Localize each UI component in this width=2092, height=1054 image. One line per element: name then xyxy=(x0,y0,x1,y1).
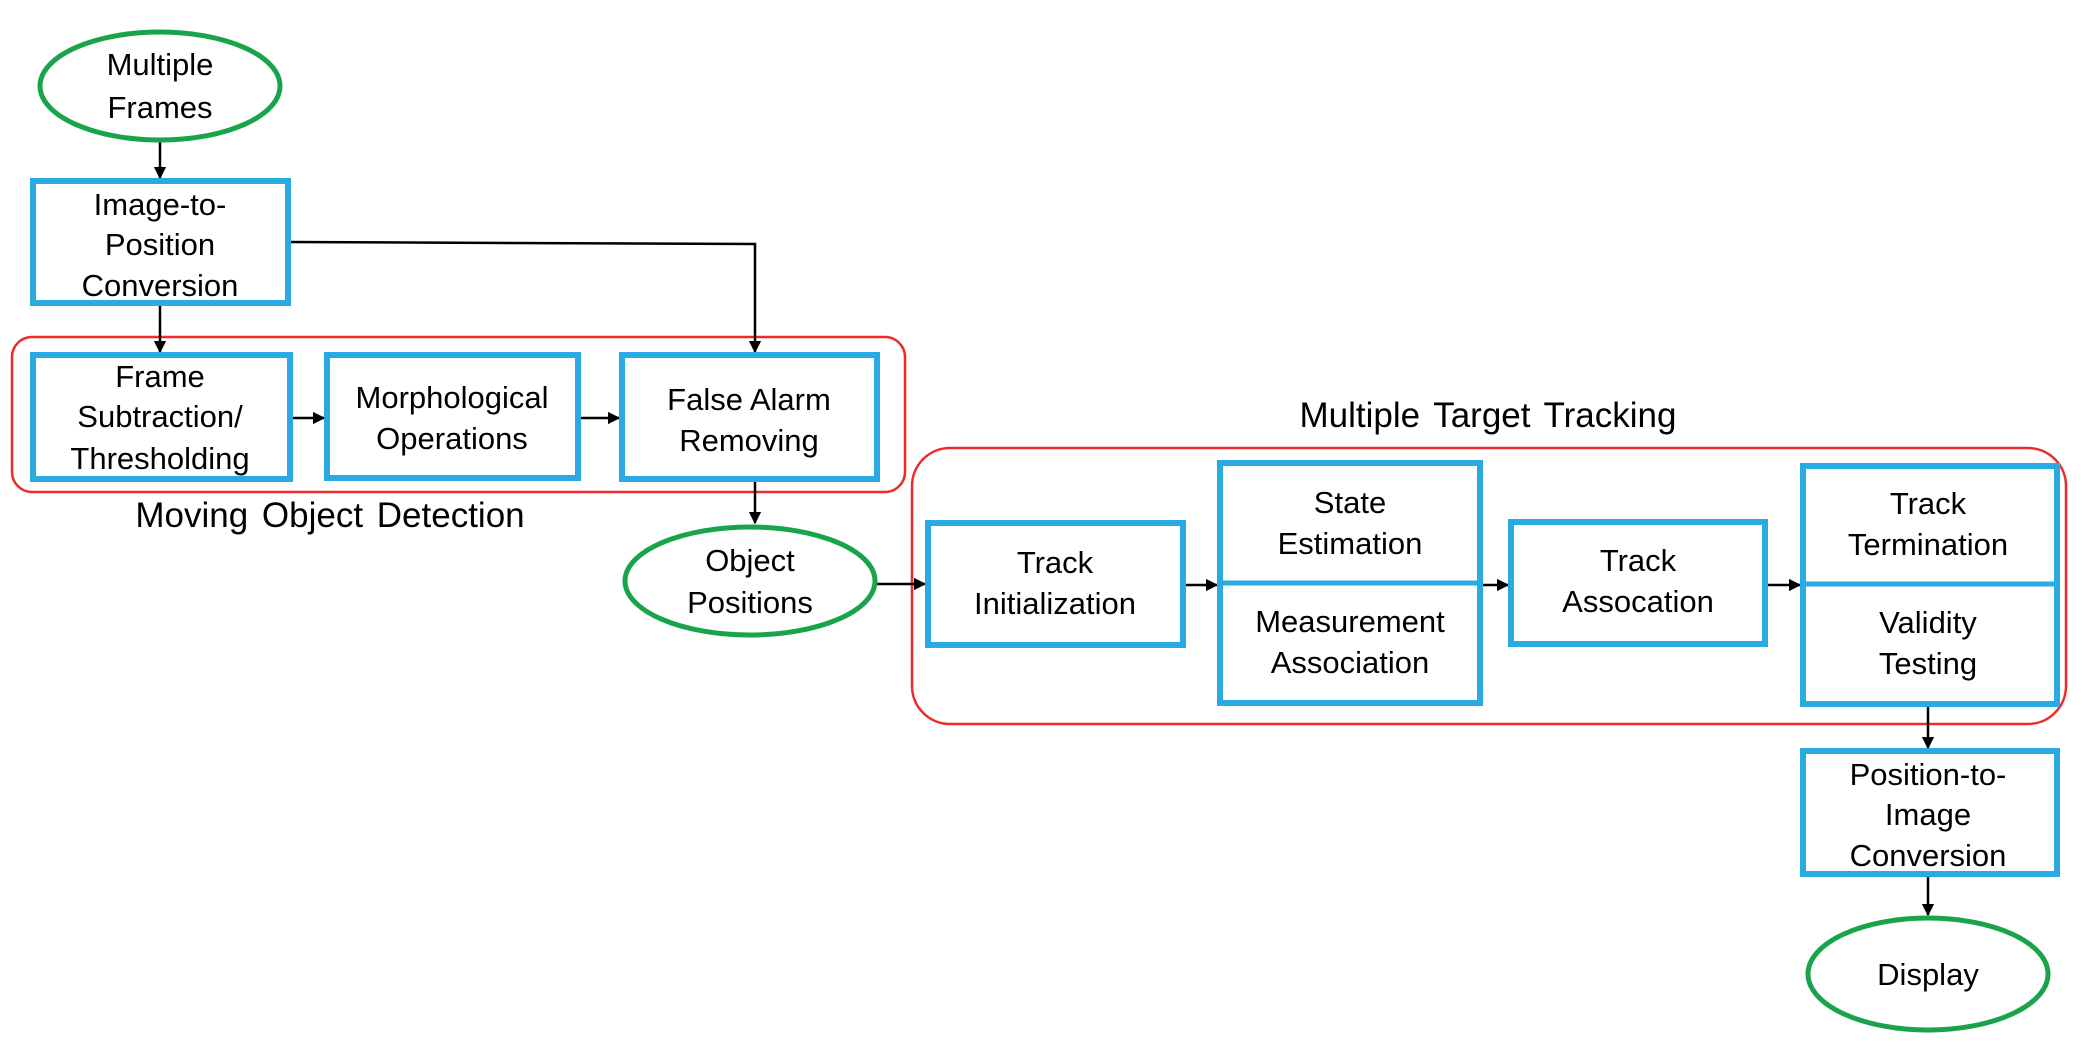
estimation-association-node: State Estimation Measurement Association xyxy=(1217,460,1483,706)
track-association-node: Track Assocation xyxy=(1508,519,1768,647)
track-initialization-node: Track Initialization xyxy=(925,520,1186,648)
multiple-frames-label-2: Frames xyxy=(107,90,212,125)
display-node: Display xyxy=(1805,915,2051,1033)
track-initialization-label-2: Initialization xyxy=(974,586,1136,621)
measurement-association-label-2: Association xyxy=(1271,645,1430,680)
image-to-position-label-2: Position xyxy=(105,227,215,262)
false-alarm-node: False Alarm Removing xyxy=(619,352,880,482)
morphological-label-1: Morphological xyxy=(356,380,549,415)
position-to-image-label-3: Conversion xyxy=(1850,838,2007,873)
multiple-target-tracking-label: Multiple Target Tracking xyxy=(1300,396,1677,435)
track-initialization-label-1: Track xyxy=(1017,545,1094,580)
track-termination-label-2: Termination xyxy=(1848,527,2008,562)
connectors xyxy=(153,140,1935,917)
object-positions-label-1: Object xyxy=(705,543,795,578)
edge-conversion-to-false-alarm xyxy=(287,240,762,354)
object-positions-node: Object Positions xyxy=(622,524,878,638)
multiple-frames-node: Multiple Frames xyxy=(37,29,283,143)
position-to-image-label-1: Position-to- xyxy=(1850,757,2007,792)
validity-testing-label-2: Testing xyxy=(1879,646,1977,681)
multiple-frames-label-1: Multiple xyxy=(107,47,214,82)
object-positions-label-2: Positions xyxy=(687,585,813,620)
track-association-label-2: Assocation xyxy=(1562,584,1714,619)
state-estimation-label-1: State xyxy=(1314,485,1386,520)
image-to-position-node: Image-to- Position Conversion xyxy=(30,178,291,306)
frame-subtraction-label-2: Subtraction/ xyxy=(77,399,243,434)
track-termination-label-1: Track xyxy=(1890,486,1967,521)
image-to-position-label-1: Image-to- xyxy=(94,187,227,222)
measurement-association-label-1: Measurement xyxy=(1255,604,1445,639)
moving-object-detection-label: Moving Object Detection xyxy=(135,496,524,535)
validity-testing-label-1: Validity xyxy=(1879,605,1977,640)
false-alarm-label-2: Removing xyxy=(679,423,819,458)
position-to-image-label-2: Image xyxy=(1885,797,1971,832)
morphological-node: Morphological Operations xyxy=(324,352,581,481)
multiple-target-tracking-group: Multiple Target Tracking xyxy=(910,396,2068,726)
frame-subtraction-label-3: Thresholding xyxy=(70,441,249,476)
frame-subtraction-label-1: Frame xyxy=(115,359,205,394)
display-label: Display xyxy=(1877,957,1979,992)
image-to-position-label-3: Conversion xyxy=(82,268,239,303)
moving-object-detection-group: Moving Object Detection xyxy=(10,335,907,535)
false-alarm-label-1: False Alarm xyxy=(667,382,831,417)
morphological-label-2: Operations xyxy=(376,421,528,456)
position-to-image-node: Position-to- Image Conversion xyxy=(1800,748,2060,877)
frame-subtraction-node: Frame Subtraction/ Thresholding xyxy=(30,352,293,482)
termination-validity-node: Track Termination Validity Testing xyxy=(1800,463,2060,707)
track-association-label-1: Track xyxy=(1600,543,1677,578)
state-estimation-label-2: Estimation xyxy=(1278,526,1423,561)
